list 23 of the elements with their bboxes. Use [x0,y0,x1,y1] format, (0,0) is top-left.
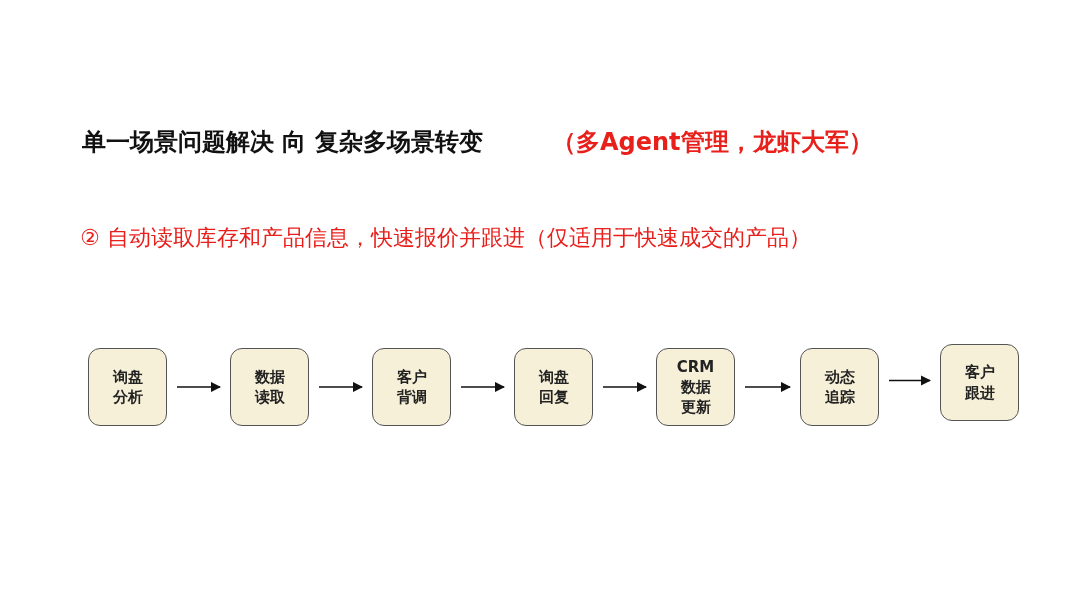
arrow [888,375,932,386]
process-box [940,344,1019,421]
description: ② 自动读取库存和产品信息，快速报价并跟进（仅适用于快速成交的产品） [80,224,811,252]
box-label: 数据读取 [253,366,286,408]
arrow [318,381,364,393]
process-box [514,348,593,426]
arrow [176,381,222,393]
process-box [372,348,451,426]
box-label: 询盘回复 [537,366,570,408]
box-label: 询盘分析 [111,366,144,408]
process-box [230,348,309,426]
box-label: CRM数据更新 [676,356,715,418]
subtitle: （多Agent管理，龙虾大军） [552,127,873,158]
arrow [460,381,506,393]
arrow [744,381,792,393]
box-label: 动态追踪 [823,366,856,408]
box-label: 客户背调 [395,366,428,408]
box-label: 客户跟进 [963,362,996,403]
title: 单一场景问题解决 向 复杂多场景转变 [82,127,483,158]
process-box [88,348,167,426]
process-box [656,348,735,426]
arrow [602,381,648,393]
process-box [800,348,879,426]
